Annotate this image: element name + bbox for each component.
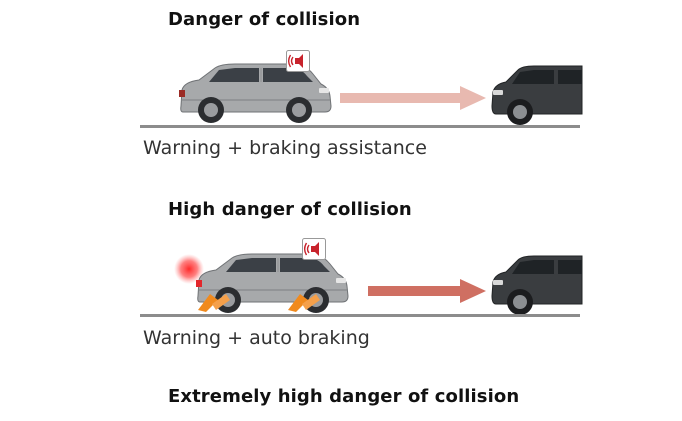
- scenario-1-arrow: [340, 86, 486, 110]
- lead-suv-image: [491, 255, 583, 315]
- scenario-1-heading: Danger of collision: [168, 9, 361, 30]
- road-line-2: [140, 314, 580, 317]
- brake-light-glow: [174, 254, 204, 284]
- wheel-braking-icon: [198, 294, 230, 312]
- scenario-1-caption: Warning + braking assistance: [143, 137, 427, 159]
- scenario-2-heading: High danger of collision: [168, 199, 412, 220]
- scenario-3-heading: Extremely high danger of collision: [168, 386, 520, 407]
- scenario-2-caption: Warning + auto braking: [143, 327, 370, 349]
- road-line-1: [140, 125, 580, 128]
- own-suv-image: [179, 63, 332, 123]
- warning-speaker-icon: [286, 50, 310, 72]
- lead-suv-image: [491, 65, 583, 125]
- scenario-2-arrow: [368, 279, 486, 303]
- warning-speaker-icon: [302, 238, 326, 260]
- wheel-braking-icon: [288, 294, 320, 312]
